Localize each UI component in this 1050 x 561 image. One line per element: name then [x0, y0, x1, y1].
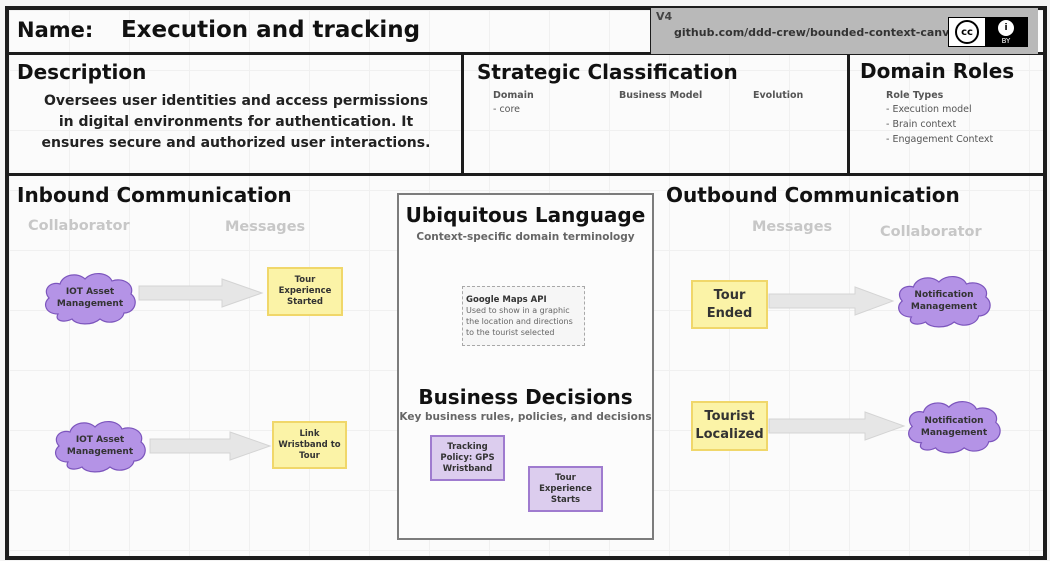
collaborator-label: Notification Management: [910, 290, 978, 312]
message-sticky[interactable]: Link Wristband to Tour: [272, 421, 347, 469]
collaborator-cloud[interactable]: Notification Management: [893, 273, 995, 329]
strategic-title: Strategic Classification: [477, 60, 738, 84]
arrow-inbound-2: [149, 431, 272, 461]
inbound-messages-label: Messages: [225, 219, 306, 235]
outbound-messages-label: Messages: [752, 219, 833, 235]
business-decisions-subtitle: Key business rules, policies, and decisi…: [399, 411, 652, 423]
version-label: V4: [656, 10, 673, 23]
github-link[interactable]: github.com/ddd-crew/bounded-context-canv…: [674, 26, 964, 39]
cloud-shape: [898, 276, 991, 328]
collaborator-cloud[interactable]: IOT Asset Management: [50, 418, 150, 474]
ubiquitous-language-title: Ubiquitous Language: [405, 203, 646, 227]
policy-sticky[interactable]: Tour Experience Starts: [528, 466, 603, 512]
message-sticky[interactable]: Tourist Localized: [691, 401, 768, 451]
business-decisions-title: Business Decisions: [418, 385, 633, 409]
outbound-title: Outbound Communication: [666, 183, 960, 207]
role-item[interactable]: - Brain context: [886, 119, 957, 130]
inbound-collaborator-label: Collaborator: [28, 218, 130, 234]
evolution-label: Evolution: [753, 90, 804, 101]
divider-strategic: [847, 54, 850, 174]
canvas-name: Name: Execution and tracking: [17, 17, 420, 43]
outbound-collaborator-label: Collaborator: [880, 224, 982, 240]
collaborator-label: IOT Asset Management: [66, 435, 134, 457]
message-sticky[interactable]: Tour Ended: [691, 280, 768, 329]
term-title: Google Maps API: [466, 295, 547, 305]
role-types-label: Role Types: [886, 90, 944, 101]
cloud-shape: [908, 401, 1001, 454]
domain-roles-title: Domain Roles: [860, 59, 1015, 83]
by-label: BY: [1001, 36, 1011, 45]
message-sticky[interactable]: Tour Experience Started: [267, 267, 343, 316]
divider-description: [461, 54, 464, 174]
arrow-outbound-2: [768, 411, 906, 441]
policy-sticky[interactable]: Tracking Policy: GPS Wristband: [430, 435, 505, 481]
collaborator-cloud[interactable]: IOT Asset Management: [40, 270, 140, 326]
divider-top-sections: [9, 173, 1043, 176]
arrow-inbound-1: [138, 278, 264, 308]
collaborator-cloud[interactable]: Notification Management: [903, 398, 1005, 455]
term-description: Used to show in a graphic the location a…: [466, 306, 573, 337]
collaborator-label: Notification Management: [920, 415, 988, 438]
attribution-icon: i: [998, 19, 1014, 36]
cc-icon-area: cc: [949, 18, 985, 46]
inbound-title: Inbound Communication: [17, 183, 292, 207]
divider-header: [9, 52, 1043, 55]
cc-icon: cc: [955, 20, 979, 44]
arrow-outbound-1: [768, 286, 895, 316]
description-title: Description: [17, 60, 147, 84]
business-model-label: Business Model: [619, 90, 703, 101]
by-icon-area: i BY: [985, 18, 1027, 46]
collaborator-label: IOT Asset Management: [56, 287, 124, 309]
name-value[interactable]: Execution and tracking: [120, 17, 421, 43]
cc-by-license-badge[interactable]: cc i BY: [948, 17, 1028, 47]
cloud-shape: [45, 273, 136, 325]
ubiquitous-language-panel: [397, 193, 654, 540]
description-text[interactable]: Oversees user identities and access perm…: [41, 93, 431, 151]
cloud-shape: [55, 421, 146, 473]
role-item[interactable]: - Execution model: [886, 104, 972, 115]
domain-label: Domain: [493, 90, 534, 101]
name-label: Name:: [17, 18, 94, 42]
domain-value[interactable]: - core: [493, 104, 521, 115]
ubiquitous-language-subtitle: Context-specific domain terminology: [416, 231, 635, 243]
term-card[interactable]: Google Maps API Used to show in a graphi…: [462, 286, 585, 346]
role-item[interactable]: - Engagement Context: [886, 134, 994, 145]
